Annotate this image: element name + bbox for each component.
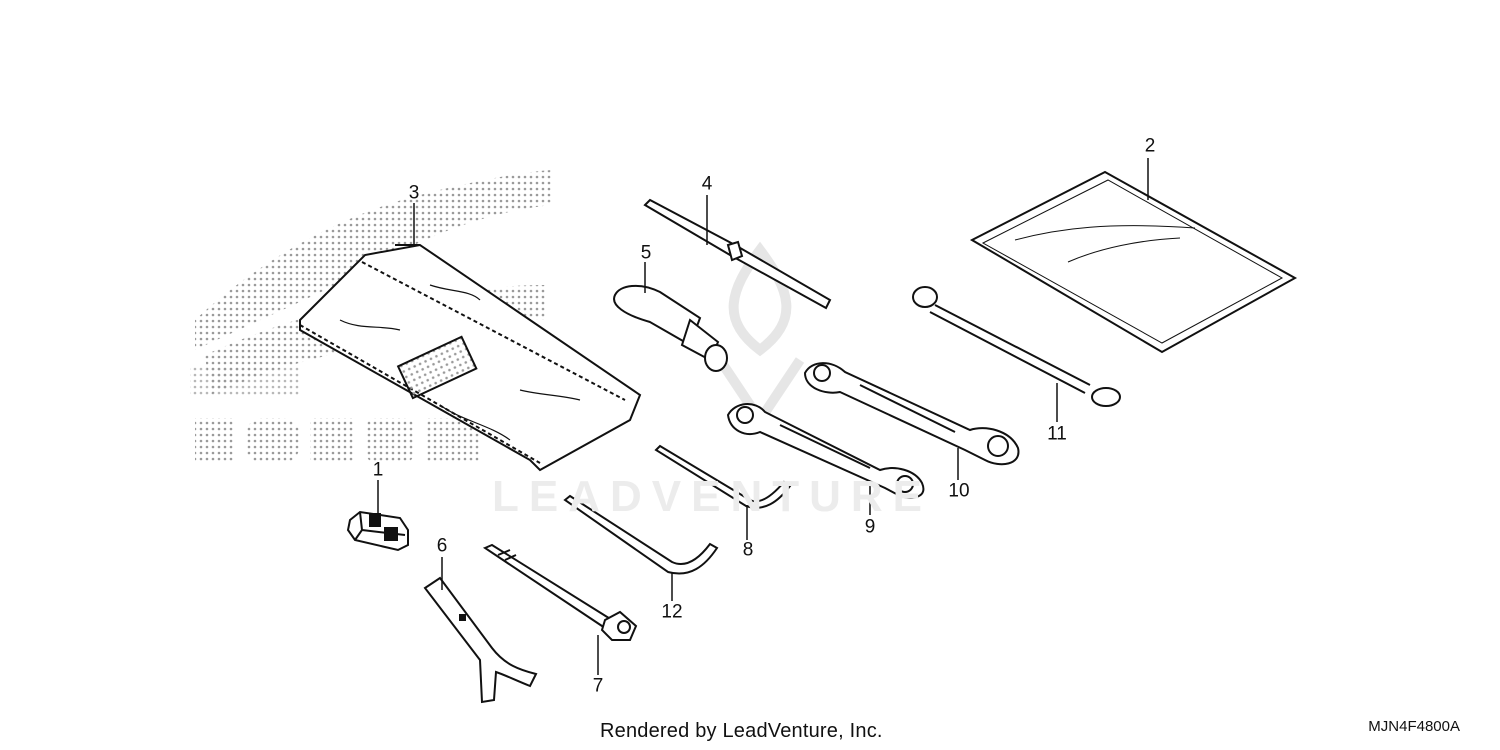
part-4-screwdriver: [643, 198, 832, 310]
diagram-code: MJN4F4800A: [1368, 718, 1460, 735]
callout-7: 7: [592, 675, 604, 697]
part-7-extension-bar: [482, 543, 638, 641]
callout-2: 2: [1144, 135, 1156, 157]
callout-1: 1: [372, 459, 384, 481]
part-5-screwdriver-handle: [613, 284, 728, 372]
callout-6: 6: [436, 535, 448, 557]
callout-12: 12: [661, 601, 683, 623]
part-12-hex-key: [563, 494, 719, 575]
callout-10: 10: [948, 480, 970, 502]
part-2-document-bag: [969, 170, 1298, 354]
part-10-ring-wrench: [803, 362, 1020, 466]
callout-11: 11: [1047, 423, 1067, 445]
callout-3: 3: [408, 182, 420, 204]
part-8-hex-key: [654, 444, 792, 509]
callout-4: 4: [701, 173, 713, 195]
callout-5: 5: [640, 242, 652, 264]
watermark-text: LEADVENTURE: [492, 472, 933, 521]
brand-logo-lettering: [195, 418, 480, 463]
callout-9: 9: [864, 516, 876, 538]
part-1-clip: [346, 510, 409, 552]
part-11-helmet-holder-cable: [912, 286, 1121, 407]
callout-8: 8: [742, 539, 754, 561]
part-3-tool-bag: [299, 243, 642, 472]
render-credit: Rendered by LeadVenture, Inc.: [600, 720, 883, 742]
part-6-pin-spanner: [423, 576, 538, 704]
leader-lines: [377, 158, 1149, 675]
part-9-ring-wrench: [726, 403, 925, 499]
